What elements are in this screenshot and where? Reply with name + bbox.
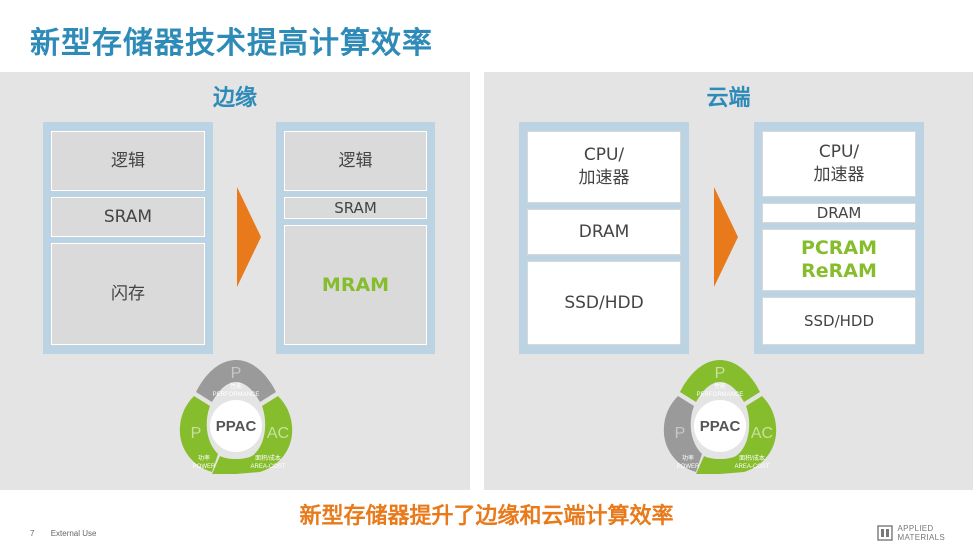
cloud-before-dram: DRAM — [527, 209, 681, 255]
page-number: 7 — [30, 529, 35, 538]
edge-panel: 边缘 逻辑 SRAM 闪存 逻辑 SRAM MRAM P 性能 PERFORMA… — [0, 72, 470, 490]
edge-before-logic: 逻辑 — [51, 131, 205, 191]
cloud-ppac-left-letter: P — [675, 425, 686, 442]
edge-ppac-area-cost-segment — [212, 396, 293, 474]
cloud-ppac-power-segment — [663, 396, 702, 472]
edge-ppac-right-letter: AC — [267, 425, 289, 442]
edge-ppac-left-en: POWER — [193, 464, 216, 470]
edge-arrow-icon — [237, 187, 261, 287]
edge-after-mram: MRAM — [284, 225, 427, 345]
cloud-ppac-top-cn: 性能 — [714, 382, 726, 390]
classification-label: External Use — [50, 529, 97, 538]
conclusion-subtitle: 新型存储器提升了边缘和云端计算效率 — [299, 504, 674, 529]
edge-ppac-performance-segment — [196, 360, 276, 402]
footer: 7 External Use — [30, 529, 110, 538]
cloud-ppac-top-letter: P — [715, 365, 726, 382]
cloud-after-ssd: SSD/HDD — [762, 297, 916, 345]
cloud-after-dram: DRAM — [762, 203, 916, 223]
edge-heading: 边缘 — [212, 86, 257, 111]
cloud-before-cpu: CPU/ 加速器 — [527, 131, 681, 203]
cloud-ppac-diagram: P 性能 PERFORMANCE P 功率 POWER AC 面积/成本 ARE… — [663, 360, 777, 474]
applied-materials-logo-icon — [876, 525, 893, 541]
cloud-after-pcram-reram: PCRAM ReRAM — [762, 229, 916, 291]
edge-ppac-diagram: P 性能 PERFORMANCE P 功率 POWER AC 面积/成本 ARE… — [179, 360, 293, 474]
edge-after-stack: 逻辑 SRAM MRAM — [276, 122, 435, 354]
cloud-ppac-top-en: PERFORMANCE — [697, 392, 744, 398]
cloud-ppac-area-cost-segment — [696, 396, 777, 474]
edge-ppac-center: PPAC — [216, 418, 257, 435]
cloud-ppac-performance-segment — [680, 360, 760, 402]
applied-materials-logo: APPLIED MATERIALS — [876, 524, 945, 542]
edge-ppac-left-cn: 功率 — [198, 454, 210, 462]
cloud-ppac-right-cn: 面积/成本 — [739, 454, 765, 462]
edge-ppac-left-letter: P — [191, 425, 202, 442]
cloud-after-cpu: CPU/ 加速器 — [762, 131, 916, 197]
page-title: 新型存储器技术提高计算效率 — [30, 26, 433, 61]
cloud-ppac-center: PPAC — [700, 418, 741, 435]
edge-ppac-top-en: PERFORMANCE — [213, 392, 260, 398]
edge-before-flash: 闪存 — [51, 243, 205, 345]
edge-after-logic: 逻辑 — [284, 131, 427, 191]
cloud-panel: 云端 CPU/ 加速器 DRAM SSD/HDD CPU/ 加速器 DRAM P… — [484, 72, 973, 490]
cloud-ppac-left-cn: 功率 — [682, 454, 694, 462]
logo-line2: MATERIALS — [897, 533, 945, 542]
edge-ppac-right-en: AREA-COST — [250, 464, 285, 470]
edge-before-sram: SRAM — [51, 197, 205, 237]
cloud-arrow-icon — [714, 187, 738, 287]
edge-ppac-top-letter: P — [231, 365, 242, 382]
edge-ppac-power-segment — [179, 396, 218, 472]
cloud-heading: 云端 — [706, 86, 751, 111]
edge-ppac-right-cn: 面积/成本 — [255, 454, 281, 462]
cloud-before-stack: CPU/ 加速器 DRAM SSD/HDD — [519, 122, 689, 354]
cloud-ppac-right-en: AREA-COST — [734, 464, 769, 470]
logo-line1: APPLIED — [897, 524, 934, 533]
edge-ppac-top-cn: 性能 — [230, 382, 242, 390]
cloud-ppac-right-letter: AC — [751, 425, 773, 442]
cloud-ppac-left-en: POWER — [677, 464, 700, 470]
edge-after-sram: SRAM — [284, 197, 427, 219]
edge-before-stack: 逻辑 SRAM 闪存 — [43, 122, 213, 354]
cloud-after-stack: CPU/ 加速器 DRAM PCRAM ReRAM SSD/HDD — [754, 122, 924, 354]
cloud-before-ssd: SSD/HDD — [527, 261, 681, 345]
